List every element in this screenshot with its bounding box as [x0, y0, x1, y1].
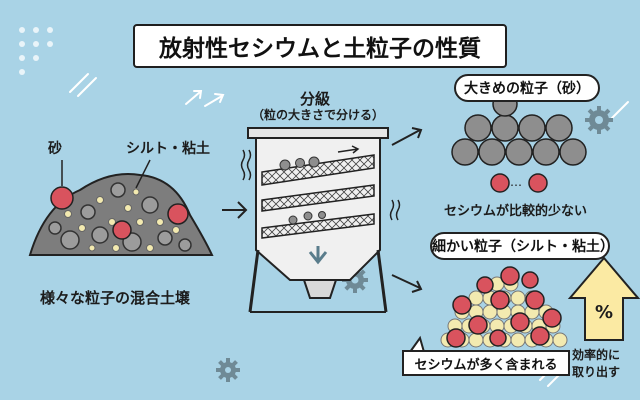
label-efficient-line2: 取り出す [572, 365, 621, 379]
flow-arrow [222, 201, 248, 219]
label-large-particles: 大きめの粒子（砂） [454, 74, 600, 102]
gear-icon [216, 358, 240, 382]
mixed-soil-pile [28, 159, 214, 256]
flow-arrow [391, 274, 423, 293]
decorative-dots [19, 27, 53, 75]
label-more-cesium: セシウムが多く含まれる [402, 350, 570, 376]
label-efficient-line1: 効率的に [572, 348, 621, 362]
sieve-machine [247, 127, 389, 313]
label-silt-clay: シルト・粘土 [126, 141, 210, 157]
label-ellipsis: … [510, 175, 522, 189]
label-classification-note: （粒の大きさで分ける） [252, 108, 385, 122]
decorative-arrows [185, 90, 225, 107]
vibration-marks [240, 149, 401, 221]
label-fine-particles: 細かい粒子（シルト・粘土） [430, 232, 614, 260]
label-sand: 砂 [48, 141, 62, 157]
label-less-cesium: セシウムが比較的少ない [444, 204, 588, 219]
cesium-particles-few [490, 173, 548, 193]
label-classification: 分級 [300, 90, 331, 108]
page-title: 放射性セシウムと土粒子の性質 [133, 24, 507, 68]
gear-icon [585, 106, 613, 134]
extraction-arrow [567, 256, 640, 341]
percent-symbol: % [595, 302, 614, 323]
large-particles-group [451, 91, 587, 166]
callout-pointer [409, 335, 425, 353]
flow-arrow [391, 127, 423, 146]
label-mixed-soil: 様々な粒子の混合土壌 [40, 289, 191, 307]
fine-particles-pile [440, 266, 568, 348]
